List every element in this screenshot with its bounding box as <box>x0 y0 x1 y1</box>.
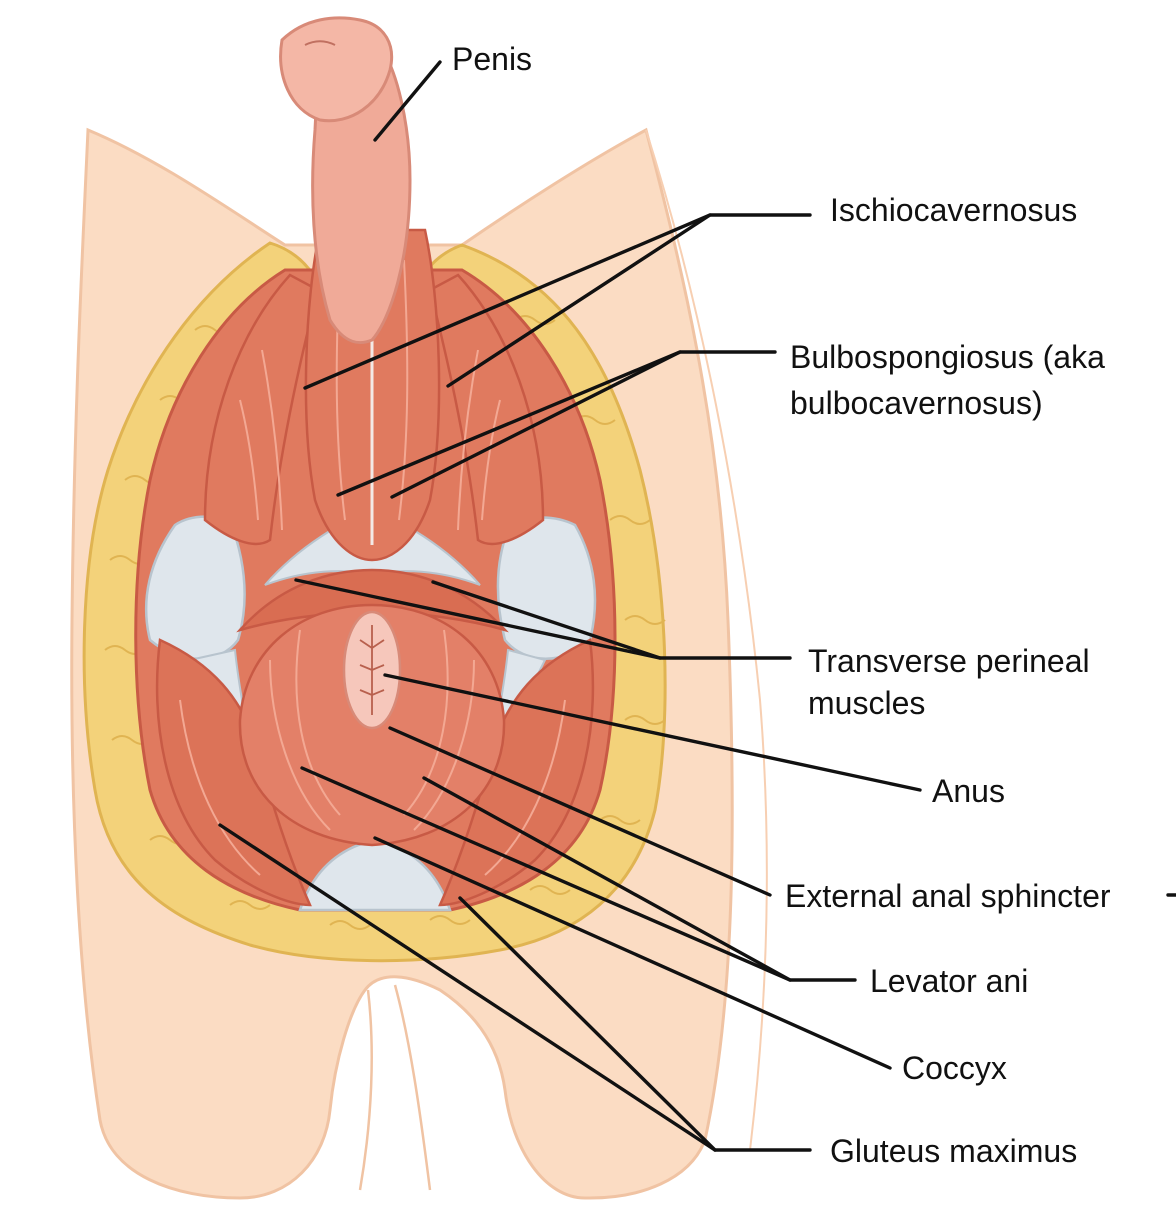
leader-external-anal-sphincter <box>388 726 772 897</box>
label-external-anal-sphincter: External anal sphincter <box>785 878 1111 914</box>
gluteal-cleft <box>358 984 432 1191</box>
right-ischiocavernosus <box>428 273 545 546</box>
label-transverse-1: Transverse perineal <box>808 643 1090 679</box>
leader-coccyx <box>373 836 892 1070</box>
levator-ani-left <box>155 638 312 907</box>
label-penis: Penis <box>452 41 532 77</box>
label-transverse-2: muscles <box>808 685 925 721</box>
anus-folds <box>359 625 385 715</box>
leader-levator-ani-2 <box>422 776 792 982</box>
muscle-fibers <box>179 259 566 876</box>
leader-penis <box>373 60 442 142</box>
leader-gluteus-2 <box>458 896 717 1152</box>
right-edge-skin <box>645 129 768 1151</box>
label-levator-ani: Levator ani <box>870 963 1028 999</box>
urethral-opening <box>304 40 336 46</box>
leader-transverse-2 <box>431 580 662 660</box>
label-gluteus-maximus: Gluteus maximus <box>830 1133 1077 1169</box>
leader-lines <box>218 60 1176 1152</box>
label-bulbospongiosus-1: Bulbospongiosus (aka <box>790 339 1105 375</box>
label-anus: Anus <box>932 773 1005 809</box>
leader-bulbospongiosus-2 <box>390 350 682 499</box>
label-coccyx: Coccyx <box>902 1050 1007 1086</box>
left-ischiocavernosus <box>203 273 320 546</box>
levator-ani-right <box>438 638 595 907</box>
label-bulbospongiosus-2: bulbocavernosus) <box>790 385 1043 421</box>
fat-texture <box>104 315 666 930</box>
leader-anus <box>383 673 922 792</box>
penis-shape <box>279 16 412 344</box>
leader-ischiocavernosus-2 <box>446 213 712 388</box>
labels: Penis Ischiocavernosus Bulbospongiosus (… <box>452 41 1111 1169</box>
label-ischiocavernosus: Ischiocavernosus <box>830 192 1077 228</box>
